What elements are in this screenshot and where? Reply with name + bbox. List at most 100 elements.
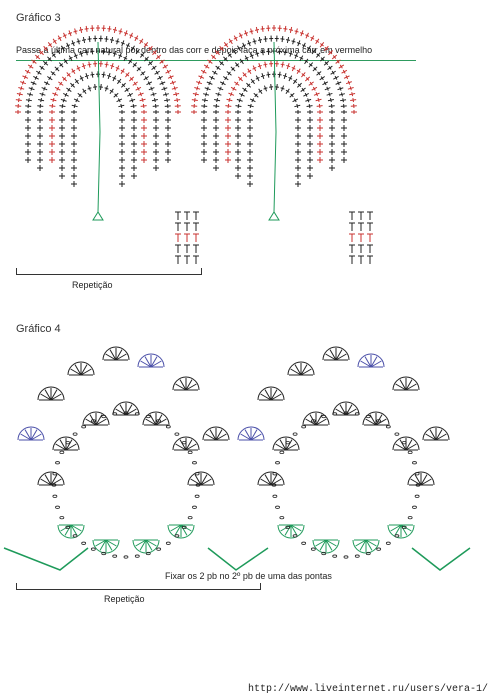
stitch-mark (227, 71, 231, 76)
fan-motif (422, 426, 450, 441)
stitch-mark (99, 539, 107, 551)
stitch-mark (166, 69, 170, 74)
stitch-mark (73, 54, 78, 57)
stitch-mark (264, 474, 272, 486)
stitch-mark (288, 52, 293, 55)
stitch-mark (342, 69, 346, 74)
stitch-mark (55, 67, 59, 71)
stitch-mark (62, 34, 67, 37)
stitch-mark (135, 539, 147, 547)
chain-stitch (279, 450, 285, 454)
chain-stitch (81, 541, 87, 545)
stitch-mark (95, 539, 107, 547)
stitch-mark (115, 353, 127, 361)
stitch-mark (290, 368, 302, 376)
stitch-mark (277, 73, 282, 76)
stitch-mark (115, 66, 120, 70)
stitch-mark (420, 478, 432, 486)
fan-motif (172, 376, 200, 391)
stitch-mark (296, 42, 301, 45)
stitch-mark (290, 524, 302, 532)
chain-stitch (272, 472, 278, 476)
stitch-mark (339, 64, 343, 69)
chain-stitch (72, 432, 78, 436)
stitch-mark (82, 89, 87, 93)
fan-motif (202, 426, 230, 441)
chain-stitch (275, 505, 280, 509)
stitch-mark (18, 92, 21, 97)
stitch-mark (67, 32, 73, 35)
stitch-mark (67, 87, 71, 92)
stitch-mark (335, 353, 347, 361)
stitch-mark (294, 364, 302, 376)
stitch-mark (61, 104, 64, 109)
stitch-mark (73, 30, 78, 33)
stitch-mark (223, 57, 228, 61)
stitch-mark (175, 443, 187, 451)
chain-stitch (174, 534, 180, 538)
stitch-mark (315, 92, 318, 97)
graph3-divider (16, 60, 416, 61)
stitch-mark (296, 69, 301, 73)
stitch-mark (334, 75, 338, 80)
stitch-mark (435, 429, 443, 441)
stitch-mark (254, 93, 258, 98)
stitch-mark (40, 65, 44, 70)
chain-stitch (310, 547, 316, 551)
chain-stitch (55, 505, 60, 509)
stitch-mark (395, 443, 407, 451)
stitch-mark (315, 539, 327, 547)
stitch-mark (216, 65, 220, 70)
stitch-mark (194, 92, 197, 97)
graph4-note: Fixar os 2 pb no 2º pb de uma das pontas (165, 571, 332, 581)
stitch-mark (326, 86, 329, 91)
chain-stitch (401, 441, 407, 445)
stitch-mark (308, 104, 311, 109)
stitch-mark (76, 66, 81, 70)
stitch-mark (293, 79, 298, 83)
stitch-mark (171, 80, 175, 85)
stitch-mark (95, 418, 107, 426)
stitch-mark (152, 50, 157, 55)
stitch-mark (50, 474, 58, 486)
stitch-mark (128, 59, 133, 63)
fan-motif (67, 361, 95, 376)
stitch-mark (233, 36, 238, 40)
chain-stitch (401, 525, 407, 529)
stitch-mark (288, 76, 293, 80)
stitch-mark (260, 51, 265, 54)
stitch-mark (252, 40, 257, 43)
stitch-mark (286, 64, 291, 68)
stitch-mark (317, 71, 321, 76)
stitch-mark (52, 436, 80, 451)
stitch-mark (28, 98, 30, 103)
stitch-mark (101, 73, 106, 76)
stitch-mark (299, 32, 305, 35)
stitch-mark (43, 86, 46, 91)
stitch-mark (342, 98, 344, 103)
stitch-mark (250, 429, 258, 441)
stitch-mark (117, 79, 122, 83)
stitch-mark (246, 83, 251, 88)
fan-motif (37, 471, 65, 486)
stitch-mark (257, 64, 262, 68)
stitch-mark (237, 46, 241, 50)
stitch-mark (260, 478, 272, 486)
stitch-mark (175, 92, 178, 97)
stitch-mark (112, 401, 140, 416)
stitch-mark (232, 49, 237, 54)
stitch-mark (200, 478, 212, 486)
stitch-mark (206, 86, 209, 91)
chain-stitch (376, 547, 382, 551)
fan-motif (167, 524, 195, 539)
stitch-mark (139, 39, 144, 43)
stitch-mark (200, 474, 208, 486)
stitch-mark (51, 71, 55, 76)
stitch-mark (70, 83, 75, 88)
stitch-mark (50, 393, 62, 401)
chain-stitch (412, 505, 417, 509)
stitch-mark (264, 389, 272, 401)
stitch-mark (247, 42, 252, 45)
stitch-mark (318, 103, 321, 108)
stitch-mark (40, 478, 52, 486)
